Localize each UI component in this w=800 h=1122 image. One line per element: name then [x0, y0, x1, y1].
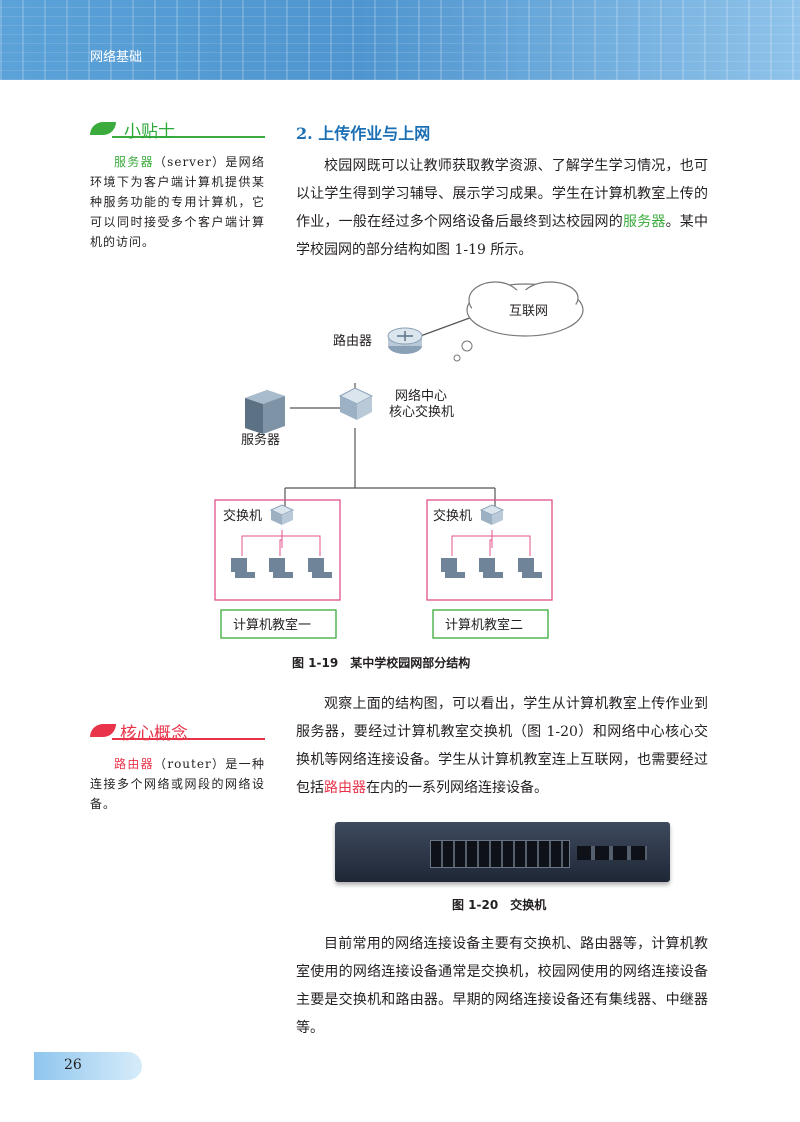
room-a-label-box: [220, 609, 337, 639]
switch-a-label: 交换机: [223, 508, 262, 524]
paragraph-3: 目前常用的网络连接设备主要有交换机、路由器等，计算机教室使用的网络连接设备通常是…: [296, 936, 708, 1036]
para1-text-a: 校园网既可以让教师获取教学资源、了解学生学习情况，也可以让学生得到学习辅导、展示…: [296, 158, 708, 230]
tip-title: 小贴士: [124, 122, 175, 142]
link-router-internet: [414, 315, 476, 339]
router-icon: [387, 327, 423, 354]
tip-text: 服务器（server）是网络环境下为客户端计算机提供某种服务功能的专用计算机，它…: [90, 152, 265, 252]
network-diagram: 互联网 路由器 网络中心 核心交换机 服务器 交换机 计算机教室一 交换机: [214, 281, 584, 639]
switch-a-icon: [269, 504, 295, 525]
section-title: 2. 上传作业与上网: [296, 124, 431, 143]
concept-heading: 核心概念: [90, 718, 265, 744]
tip-term: 服务器: [114, 155, 154, 169]
leaf-icon: [90, 724, 116, 737]
concept-underline: [112, 738, 265, 740]
paragraph-2: 观察上面的结构图，可以看出，学生从计算机教室上传作业到服务器，要经过计算机教室交…: [296, 690, 708, 802]
para2-text-a: 观察上面的结构图，可以看出，学生从计算机教室上传作业到服务器，要经过计算机教室交…: [296, 696, 708, 796]
room-a-label: 计算机教室一: [233, 617, 311, 633]
leaf-icon: [90, 122, 116, 135]
cloud-icon: [453, 281, 584, 362]
concept-title: 核心概念: [120, 724, 188, 744]
switch-uplinks: [577, 846, 647, 860]
section-body: 观察上面的结构图，可以看出，学生从计算机教室上传作业到服务器，要经过计算机教室交…: [296, 690, 708, 802]
para2-text-b: 在内的一系列网络连接设备。: [366, 780, 548, 796]
header-band: 网络基础: [0, 0, 800, 80]
page-number: 26: [64, 1057, 82, 1073]
header-pattern: [0, 0, 800, 80]
switch-ports: [430, 840, 570, 868]
figure-20-caption: 图 1-20 交换机: [452, 898, 547, 912]
tip-box: 小贴士 服务器（server）是网络环境下为客户端计算机提供某种服务功能的专用计…: [90, 116, 265, 252]
switch-b-label: 交换机: [433, 508, 472, 524]
internet-label: 互联网: [509, 304, 548, 319]
tip-heading: 小贴士: [90, 116, 265, 142]
para1-text-b: 。某中学校园网的部分结构如图 1-19 所示。: [296, 214, 709, 258]
switch-photo: [335, 822, 670, 882]
server-label: 服务器: [241, 432, 280, 448]
room-a-frame: [214, 499, 341, 601]
core-switch-label-2: 核心交换机: [389, 404, 454, 420]
room-a-computers: [231, 558, 332, 578]
room-b-label: 计算机教室二: [445, 617, 523, 633]
core-switch-icon: [338, 387, 374, 420]
concept-box: 核心概念 路由器（router）是一种连接多个网络或网段的网络设备。: [90, 718, 265, 814]
server-icon: [245, 390, 285, 434]
core-switch-label-1: 网络中心: [395, 388, 447, 404]
page-number-tab: 26: [34, 1052, 142, 1080]
figure-19-caption: 图 1-19 某中学校园网部分结构: [292, 656, 471, 670]
concept-term: 路由器: [114, 757, 154, 771]
para2-term: 路由器: [324, 780, 366, 796]
room-a-links: [241, 530, 321, 556]
tip-underline: [112, 136, 265, 138]
router-label: 路由器: [333, 333, 372, 349]
room-b-label-box: [432, 609, 549, 639]
section-intro: 2. 上传作业与上网 校园网既可以让教师获取教学资源、了解学生学习情况，也可以让…: [296, 120, 708, 264]
section-closing: 目前常用的网络连接设备主要有交换机、路由器等，计算机教室使用的网络连接设备通常是…: [296, 930, 708, 1042]
room-b-links: [451, 530, 531, 556]
paragraph-1: 校园网既可以让教师获取教学资源、了解学生学习情况，也可以让学生得到学习辅导、展示…: [296, 152, 708, 264]
tip-body: （server）是网络环境下为客户端计算机提供某种服务功能的专用计算机，它可以同…: [90, 155, 265, 249]
concept-text: 路由器（router）是一种连接多个网络或网段的网络设备。: [90, 754, 265, 814]
concept-body: （router）是一种连接多个网络或网段的网络设备。: [90, 757, 265, 811]
switch-b-icon: [479, 504, 505, 525]
room-b-frame: [426, 499, 553, 601]
para1-term: 服务器: [622, 214, 666, 230]
running-header: 网络基础: [90, 50, 143, 65]
room-b-computers: [441, 558, 542, 578]
